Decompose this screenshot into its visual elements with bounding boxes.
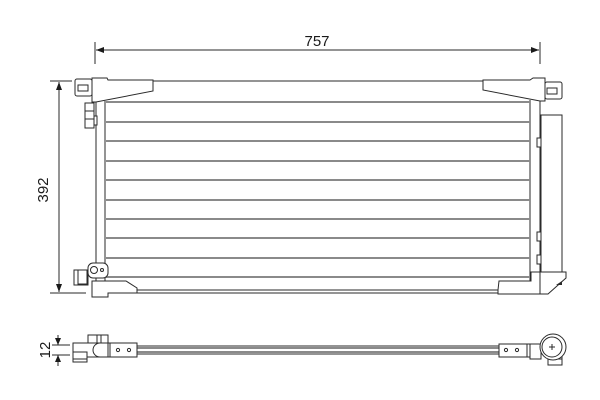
arrow-left-icon	[96, 47, 104, 53]
arrow-down-icon	[55, 338, 61, 345]
depth-dimension: 12	[37, 335, 70, 366]
receiver-drier	[536, 114, 563, 276]
arrow-right-icon	[531, 47, 539, 53]
height-dimension: 392	[35, 80, 86, 294]
left-fitting	[72, 334, 138, 363]
right-fitting	[498, 333, 567, 366]
front-view	[73, 77, 567, 298]
top-left-bracket	[74, 77, 154, 129]
arrow-up-icon	[55, 355, 61, 362]
arrow-up-icon	[56, 82, 62, 90]
top-right-bracket	[482, 77, 563, 102]
bottom-left-bracket	[73, 262, 138, 298]
arrow-down-icon	[56, 284, 62, 292]
tube-rows	[106, 101, 530, 278]
width-label: 757	[304, 33, 329, 50]
width-dimension: 757	[94, 33, 541, 64]
depth-label: 12	[37, 342, 54, 359]
bottom-right-bracket	[497, 271, 567, 295]
height-label: 392	[35, 177, 52, 202]
top-view: 12	[37, 333, 567, 366]
